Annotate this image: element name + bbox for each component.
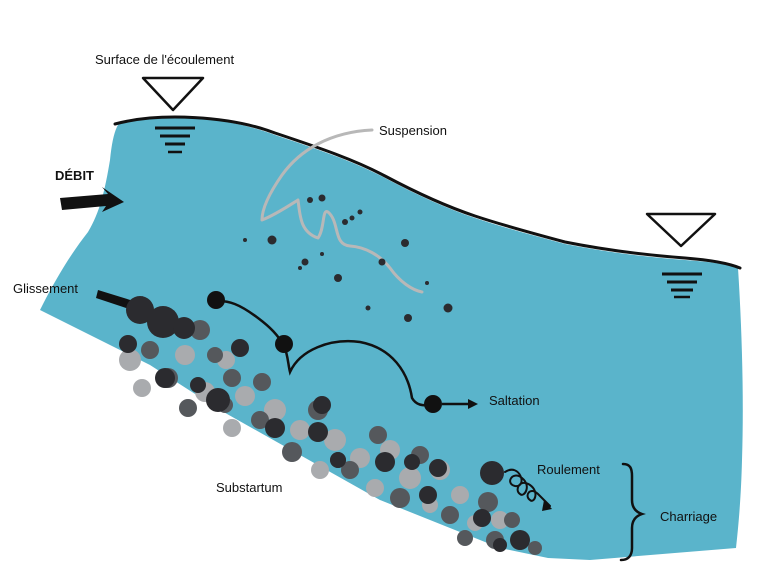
rolling-stone [480,461,504,485]
suspended-particles [243,194,453,322]
arrow-icon [442,399,478,409]
arrow-icon [542,500,552,511]
saltation-particle [275,335,293,353]
label-charriage: Charriage [660,509,717,524]
water-body [40,117,743,561]
water-level-triangle-icon [645,212,717,299]
suspension-path [260,128,424,294]
charriage-bracket [619,462,646,562]
label-glissement: Glissement [13,281,78,296]
label-suspension: Suspension [379,123,447,138]
label-saltation: Saltation [489,393,540,408]
substratum-stones [119,296,542,555]
label-surface: Surface de l'écoulement [95,52,234,67]
saltation-particle [424,395,442,413]
label-roulement: Roulement [537,462,600,477]
water-level-triangle-icon [141,76,205,154]
water-surface-line [113,115,742,270]
saltation-particle [207,291,225,309]
flow-arrow-icon [60,187,124,212]
label-substratum: Substartum [216,480,282,495]
saltation-trajectory [207,291,478,413]
label-debit: DÉBIT [55,168,94,183]
roulement-motion [480,461,552,511]
